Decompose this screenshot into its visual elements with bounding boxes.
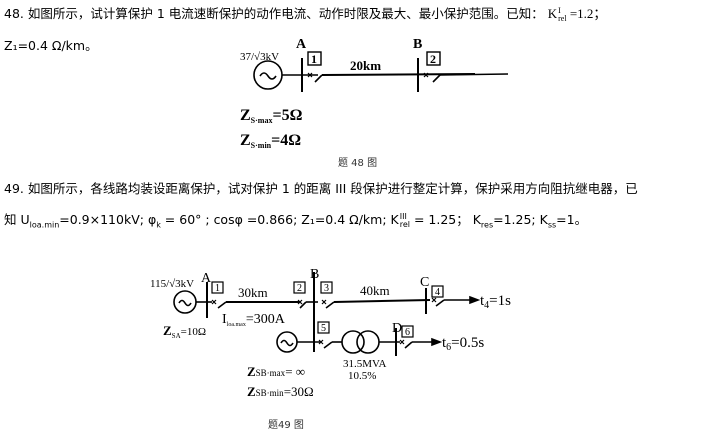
svg-text:2: 2 [430,52,436,66]
relay-box-2 [426,51,441,66]
line-bc-label: 40km [360,283,390,298]
t6-label: t6=0.5s [442,335,484,353]
svg-text:5: 5 [321,323,326,334]
svg-text:C: C [420,275,429,290]
bus-a-label: A [296,37,307,52]
figure-48-caption: 题 48 图 [338,158,378,169]
q48-prompt-text: 48. 如图所示，试计算保护 1 电流速断保护的动作电流、动作时限及最大、最小保… [4,6,544,21]
svg-text:1: 1 [311,52,317,66]
svg-text:1: 1 [215,283,220,294]
svg-text:4: 4 [435,287,440,298]
transformer-rating-label: 31.5MVA [343,358,387,370]
iloa-max-label: Iloa.max=300A [222,312,286,328]
line-ab-label: 30km [238,285,268,300]
transformer-icon [341,330,365,354]
source-voltage-label: 37/√3kV [240,51,279,63]
svg-text:B: B [310,267,319,282]
q49-line-1: 49. 如图所示，各线路均装设距离保护，试对保护 1 的距离 III 段保护进行… [4,181,638,196]
svg-text:A: A [201,271,212,286]
zs-min-label: ZS·min=4Ω [240,132,301,150]
figure-49-caption: 题49 图 [268,420,304,431]
svg-text:D: D [392,321,402,336]
zs-max-label: ZS·max=5Ω [240,107,303,125]
zsb-max-label: ZSB·max= ∞ [247,364,305,379]
q49-line-2: 知 Uloa.min=0.9×110kV; φk = 60° ; cosφ =0… [4,211,588,230]
zsb-min-label: ZSB·min=30Ω [247,384,314,399]
transformer-uk-label: 10.5% [348,370,376,382]
source-voltage-49-label: 115/√3kV [150,278,194,290]
svg-text:3: 3 [324,283,329,294]
q48-line-1: 48. 如图所示，试计算保护 1 电流速断保护的动作电流、动作时限及最大、最小保… [4,6,606,23]
t4-label: t4=1s [480,293,511,311]
svg-text:2: 2 [297,283,302,294]
bus-b-label: B [413,37,422,52]
relay-box-1 [307,51,322,66]
zsa-label: ZSA=10Ω [163,323,206,340]
q48-line-2: Z₁=0.4 Ω/km。 [4,38,98,53]
line-length-label: 20km [350,58,381,73]
svg-text:6: 6 [405,327,410,338]
